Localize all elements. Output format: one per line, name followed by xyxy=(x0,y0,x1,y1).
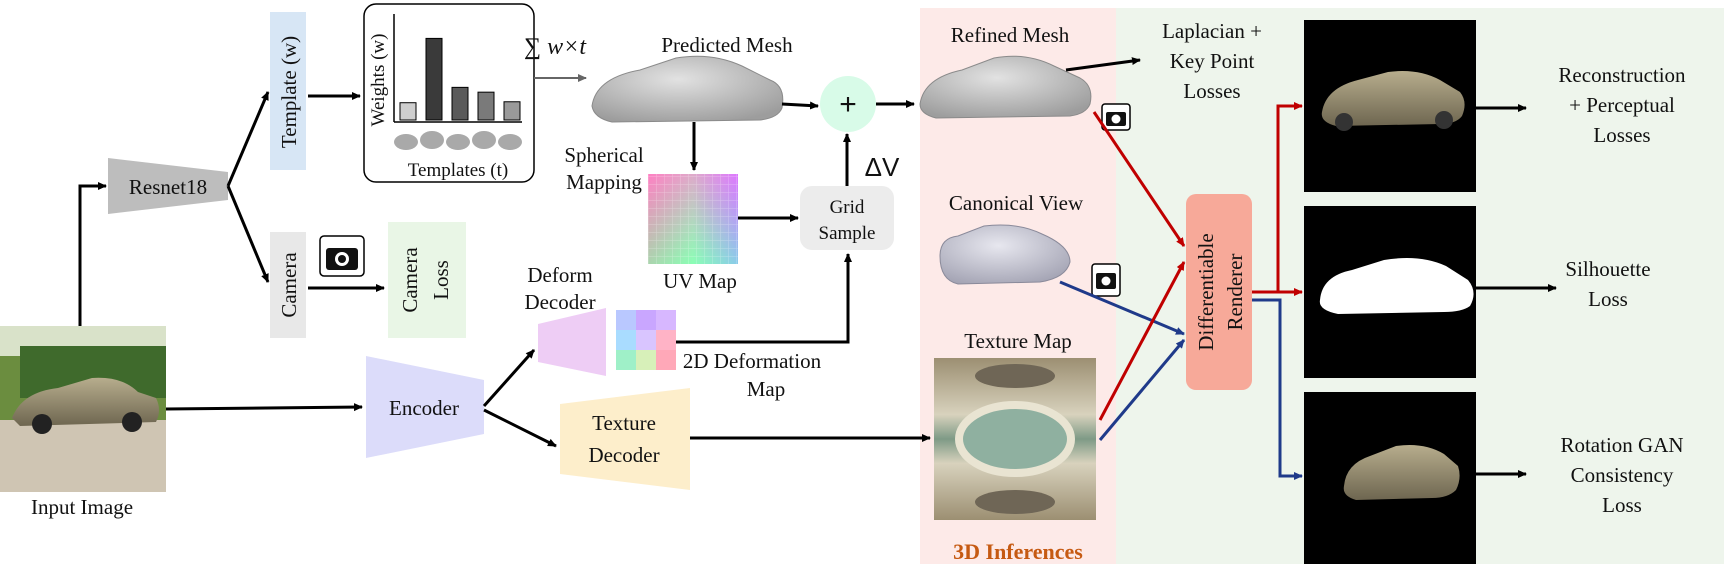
refined-mesh xyxy=(919,55,1092,119)
uv-map xyxy=(648,174,738,264)
camera-loss-box xyxy=(388,222,466,338)
render-silhouette-image xyxy=(1304,206,1476,378)
texture-decoder-block xyxy=(560,388,690,490)
renderer-line1: Differentiable xyxy=(1194,233,1218,350)
plus-symbol: + xyxy=(839,88,857,121)
deformation-map xyxy=(616,310,676,370)
arrow-canonical-to-renderer xyxy=(1059,280,1185,336)
arrow-deform-to-grid xyxy=(676,253,852,344)
encoder-label: Encoder xyxy=(389,396,459,420)
refined-mesh-label: Refined Mesh xyxy=(951,23,1070,47)
weights-plot-panel xyxy=(363,3,535,183)
inference-panel-label: 3D Inferences xyxy=(953,539,1083,564)
deformation-map-line2: Map xyxy=(747,377,786,401)
silhouette-loss-line1: Silhouette xyxy=(1565,257,1650,281)
camera-icon-branch xyxy=(319,235,365,277)
weight-bars xyxy=(399,37,521,121)
camera-box xyxy=(270,232,306,338)
weight-bar xyxy=(503,101,521,121)
rotation-loss-line3: Loss xyxy=(1602,493,1642,517)
grid-sample-line2: Sample xyxy=(819,223,876,244)
resnet18-block xyxy=(108,158,228,214)
arrow-input-to-resnet xyxy=(78,182,107,326)
camera-loss-line2: Loss xyxy=(429,260,453,300)
silhouette-loss-line2: Loss xyxy=(1588,287,1628,311)
texture-map-image xyxy=(934,358,1096,520)
spherical-mapping-line2: Mapping xyxy=(566,170,642,194)
input-image xyxy=(0,326,166,492)
camera-icon-refined xyxy=(1101,103,1131,131)
rotation-loss-line2: Consistency xyxy=(1571,463,1674,487)
arrow-resnet-to-template xyxy=(226,91,270,187)
delta-v-label: ΔV xyxy=(865,152,900,182)
deform-decoder-line1: Deform xyxy=(527,263,592,287)
template-shapes xyxy=(394,131,522,150)
differentiable-renderer-box xyxy=(1186,194,1252,390)
reconstruction-loss-line2: + Perceptual xyxy=(1569,93,1675,117)
reconstruction-loss-line3: Losses xyxy=(1593,123,1650,147)
input-image-label: Input Image xyxy=(31,495,133,519)
camera-icon-canonical xyxy=(1091,263,1121,297)
template-label: Template (w) xyxy=(277,36,301,148)
weight-bar xyxy=(477,91,495,121)
weight-bar xyxy=(451,86,469,121)
canonical-view-label: Canonical View xyxy=(949,191,1084,215)
texture-decoder-line1: Texture xyxy=(592,411,656,435)
texture-map-label: Texture Map xyxy=(964,329,1072,353)
laplacian-line2: Key Point xyxy=(1170,49,1255,73)
plot-ylabel: Weights (w) xyxy=(368,34,389,127)
arrow-refined-to-renderer xyxy=(1092,111,1186,247)
weight-bar xyxy=(399,102,417,121)
arrow-encoder-to-texture xyxy=(483,408,557,448)
deformation-map-line1: 2D Deformation xyxy=(683,349,822,373)
deform-decoder-line2: Decoder xyxy=(524,290,595,314)
laplacian-line1: Laplacian + xyxy=(1162,19,1262,43)
arrow-renderer-to-rotation xyxy=(1252,298,1303,480)
predicted-mesh-label: Predicted Mesh xyxy=(661,33,793,57)
plus-node xyxy=(820,76,876,132)
texture-decoder-line2: Decoder xyxy=(588,443,659,467)
arrow-texture-red-to-renderer xyxy=(1098,261,1186,421)
deform-decoder-block xyxy=(538,308,606,376)
renderer-line2: Renderer xyxy=(1223,254,1247,331)
encoder-block xyxy=(366,356,484,458)
weight-bar xyxy=(425,37,443,121)
camera-loss-line1: Camera xyxy=(398,247,422,313)
rotation-loss-line1: Rotation GAN xyxy=(1560,433,1683,457)
laplacian-line3: Losses xyxy=(1183,79,1240,103)
uv-map-label: UV Map xyxy=(663,269,737,293)
template-box xyxy=(270,12,306,170)
canonical-view-mesh xyxy=(939,224,1071,285)
grid-sample-line1: Grid xyxy=(830,197,865,218)
predicted-mesh xyxy=(591,55,784,123)
render-rotation-image xyxy=(1304,392,1476,564)
sum-label: ∑ w×t xyxy=(524,34,587,60)
arrow-encoder-to-deform xyxy=(482,349,536,407)
arrow-texture-blue-to-renderer xyxy=(1098,339,1186,441)
arrow-input-to-encoder xyxy=(165,403,363,412)
spherical-mapping-line1: Spherical xyxy=(564,143,643,167)
reconstruction-loss-line1: Reconstruction xyxy=(1558,63,1686,87)
camera-box-label: Camera xyxy=(277,252,301,318)
render-reconstruction-image xyxy=(1304,20,1476,192)
grid-sample-box xyxy=(800,186,894,250)
arrow-resnet-to-camera xyxy=(226,185,270,283)
plot-xlabel: Templates (t) xyxy=(408,160,509,181)
arrow-refined-to-laplacian xyxy=(1065,57,1141,72)
arrow-mesh-to-plus xyxy=(781,101,819,110)
resnet18-label: Resnet18 xyxy=(129,175,207,199)
